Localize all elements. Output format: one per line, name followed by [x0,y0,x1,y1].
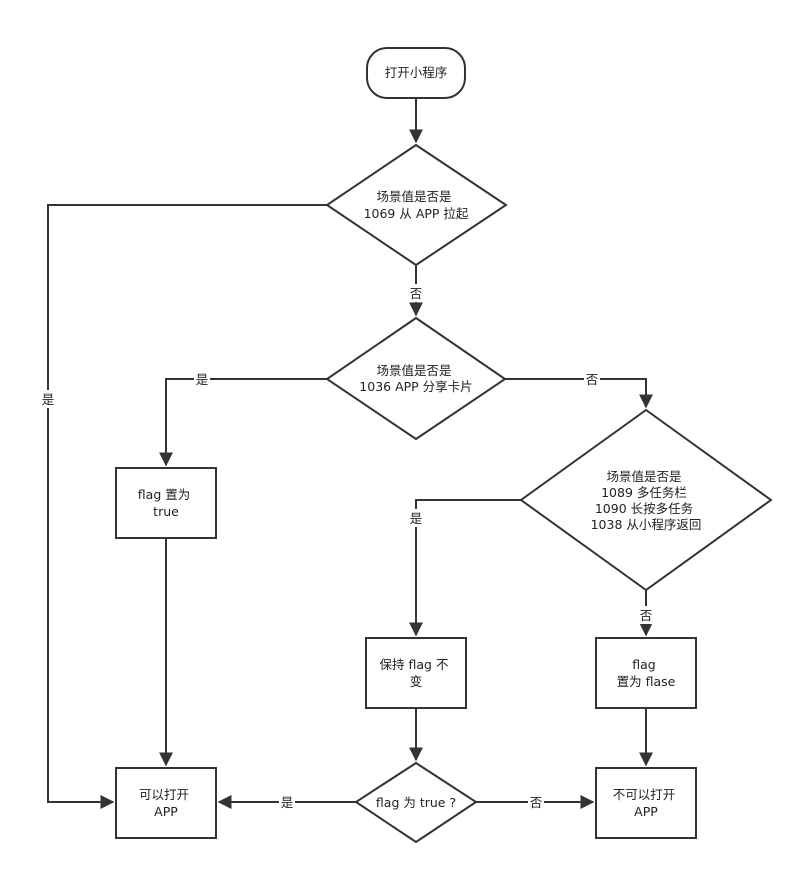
node-flag-true: flag 置为 true [115,467,217,539]
svg-text:flag 为 true ?: flag 为 true ? [376,795,456,810]
node-flag-false-line-2: 置为 flase [617,674,676,689]
node-start-line-1: 打开小程序 [385,65,448,80]
decision-shape [325,143,508,267]
svg-text:场景值是否是 1036 APP 分享卡片: 场景值是否是 1036 APP 分享卡片 [359,363,472,394]
node-decision-1069-line-1: 场景值是否是 [377,189,453,204]
edge-label-no-1069: 否 [410,286,423,301]
node-flag-false: flag 置为 flase [595,637,697,709]
node-flag-true-line-1: flag 置为 [138,487,190,502]
svg-text:场景值是否是 1089 多任务栏 1: 场景值是否是 1089 多任务栏 1090 长按多任务 1038 从小程序返回 [591,469,702,532]
svg-text:flag 置为 flase: flag 置为 flase [617,657,676,689]
node-cannot-open-line-2: APP [634,804,658,819]
node-decision-1036-line-1: 场景值是否是 [377,363,453,378]
node-decision-multi-line-1: 场景值是否是 [607,469,683,484]
node-decision-1069: 场景值是否是 1069 从 APP 拉起 [325,143,508,267]
svg-text:场景值是否是 1069 从 APP 拉起: 场景值是否是 1069 从 APP 拉起 [364,189,469,221]
decision-shape [325,316,507,441]
node-decision-flag-true: flag 为 true ? [354,761,478,844]
terminal-shape [366,47,466,99]
node-decision-multi-line-3: 1090 长按多任务 [595,501,693,516]
edge-label-yes-multi: 是 [410,511,423,526]
decision-shape [519,408,773,592]
node-can-open-app: 可以打开 APP [115,767,217,839]
node-decision-multi-line-4: 1038 从小程序返回 [591,517,702,532]
process-shape [365,637,467,709]
decision-shape [354,761,478,844]
edge-label-no-flag: 否 [530,795,543,810]
edge-d1036-no-to-d-multi [505,378,653,409]
node-start: 打开小程序 [366,47,466,99]
edge-d-multi-yes-to-keep-flag [409,499,521,637]
process-shape [115,467,217,539]
edge-d1069-yes-to-can-open [47,204,327,809]
node-keep-flag-line-1: 保持 flag 不 [380,657,449,672]
node-keep-flag-line-2: 变 [410,674,423,689]
node-decision-multi-line-2: 1089 多任务栏 [601,485,687,500]
process-shape [115,767,217,839]
svg-text:保持 flag 不 变: 保持 flag 不 变 [380,657,453,689]
node-decision-multi-scene: 场景值是否是 1089 多任务栏 1090 长按多任务 1038 从小程序返回 [519,408,773,592]
edge-d1036-yes-to-flag-true [159,378,327,467]
edge-label-yes-1036: 是 [196,372,209,387]
svg-text:打开小程序: 打开小程序 [385,65,448,80]
node-decision-flag-line-1: flag 为 true ? [376,795,456,810]
edges [47,98,653,809]
process-shape [595,637,697,709]
edge-labels: 是 否 是 否 是 否 是 否 [40,284,654,812]
node-cannot-open-line-1: 不可以打开 [613,787,676,802]
node-decision-1069-line-2: 1069 从 APP 拉起 [364,206,469,221]
node-cannot-open-app: 不可以打开 APP [595,767,697,839]
edge-label-no-1036: 否 [586,372,599,387]
edge-label-yes-1069: 是 [42,392,55,407]
edge-label-no-multi: 否 [640,608,653,623]
node-keep-flag: 保持 flag 不 变 [365,637,467,709]
node-decision-1036-line-2: 1036 APP 分享卡片 [359,379,472,394]
node-can-open-line-2: APP [154,804,178,819]
process-shape [595,767,697,839]
node-can-open-line-1: 可以打开 [139,787,189,802]
svg-text:不可以打开 APP: 不可以打开 APP [613,787,680,819]
node-decision-1036: 场景值是否是 1036 APP 分享卡片 [325,316,507,441]
svg-text:flag 置为 true: flag 置为 true [138,487,194,519]
node-flag-false-line-1: flag [632,657,655,672]
edge-label-yes-flag: 是 [281,795,294,810]
node-flag-true-line-2: true [153,504,179,519]
svg-text:可以打开 APP: 可以打开 APP [139,787,193,819]
